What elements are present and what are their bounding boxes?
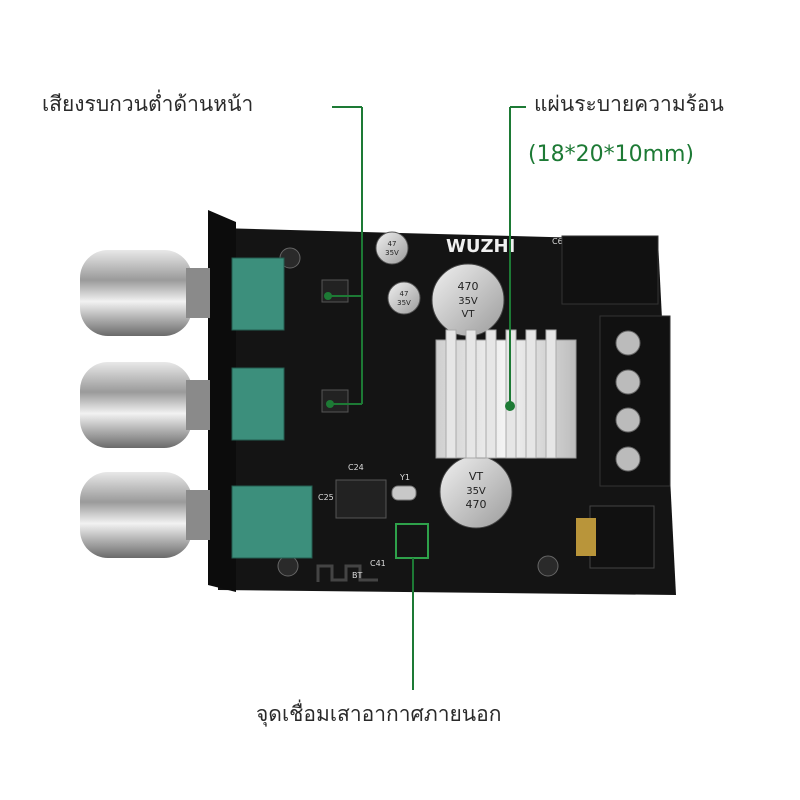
mounting-bracket [208,210,236,592]
knob-3 [80,472,210,558]
svg-text:35V: 35V [385,249,399,257]
svg-text:VT: VT [469,470,484,483]
svg-text:47: 47 [400,290,409,298]
potentiometer [231,257,285,331]
potentiometer [231,367,285,441]
callout-dot [326,400,334,408]
svg-text:35V: 35V [466,486,486,497]
heatsink-label: แผ่นระบายความร้อน [534,92,724,116]
silkscreen-c41: C41 [370,559,386,568]
svg-text:BT: BT [352,571,362,580]
svg-text:470: 470 [466,498,487,511]
screw-terminal-block [599,315,671,487]
svg-text:47: 47 [388,240,397,248]
silkscreen-y1: Y1 [399,473,410,482]
heatsink-size-label: (18*20*10mm) [528,142,695,167]
potentiometer [231,485,313,559]
brand-silkscreen: WUZHI [446,236,515,257]
silkscreen-c24: C24 [348,463,364,472]
mounting-hole [277,555,299,577]
bluetooth-antenna-trace: BT [316,564,378,582]
bass-noise-label: เสียงรบกวนต่ำด้านหน้า [42,92,254,116]
crystal [391,485,417,501]
callout-dot [505,401,515,411]
audio-jack [589,505,655,569]
svg-text:VT: VT [462,309,476,320]
large-capacitor: 470 35V VT [431,263,505,337]
knob-2 [80,362,210,448]
callout-dot [324,292,332,300]
antenna-label: จุดเชื่อมเสาอากาศภายนอก [256,702,502,726]
callout-leader-lines [328,106,526,690]
dc-power-jack [561,235,659,305]
ic-chip [321,389,349,413]
svg-text:470: 470 [458,280,479,293]
heatsink [435,329,577,459]
large-capacitor: VT 35V 470 [439,455,513,529]
silkscreen-c25: C25 [318,493,334,502]
small-capacitor: 47 35V [387,281,421,315]
small-capacitor: 47 35V [375,231,409,265]
silkscreen-c65: C65 [552,237,568,246]
svg-text:35V: 35V [397,299,411,307]
mounting-hole [537,555,559,577]
svg-text:35V: 35V [458,296,478,307]
ic-chip [335,479,387,519]
knob-1 [80,250,210,336]
